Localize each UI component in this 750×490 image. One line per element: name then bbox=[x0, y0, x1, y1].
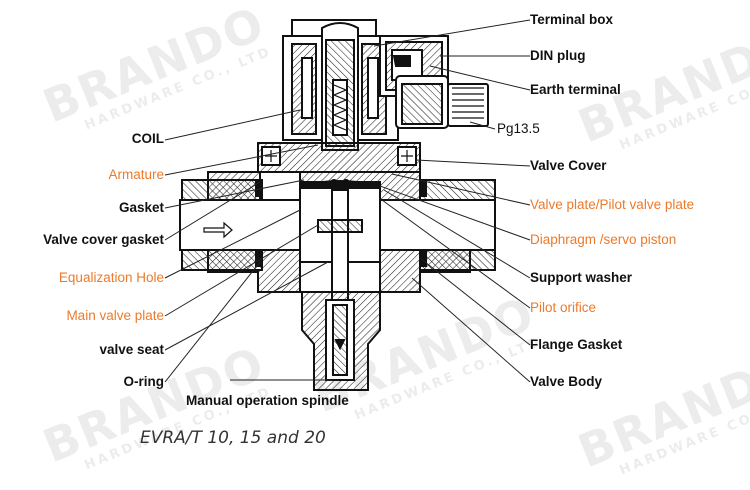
label-valve-seat: valve seat bbox=[99, 342, 164, 357]
label-din-plug: DIN plug bbox=[530, 48, 586, 63]
label-flange-gasket: Flange Gasket bbox=[530, 337, 623, 352]
label-equalization-hole: Equalization Hole bbox=[58, 270, 164, 285]
label-gasket: Gasket bbox=[118, 200, 164, 215]
label-valve-cover: Valve Cover bbox=[530, 158, 607, 173]
terminal-box bbox=[379, 35, 489, 129]
label-support-washer: Support washer bbox=[530, 270, 633, 285]
label-valve-body: Valve Body bbox=[530, 374, 603, 389]
valve-cross-section bbox=[164, 19, 531, 391]
label-earth-terminal: Earth terminal bbox=[530, 82, 621, 97]
label-manual-spindle: Manual operation spindle bbox=[186, 393, 349, 408]
label-diaphragm: Diaphragm /servo piston bbox=[530, 232, 677, 247]
valve-body bbox=[179, 171, 496, 301]
label-pg13-5: Pg13.5 bbox=[497, 121, 540, 136]
label-armature: Armature bbox=[108, 167, 164, 182]
label-o-ring: O-ring bbox=[123, 374, 165, 389]
label-valve-cover-gasket: Valve cover gasket bbox=[43, 232, 164, 247]
diagram-caption: EVRA/T 10, 15 and 20 bbox=[140, 428, 326, 448]
label-main-valve-plate: Main valve plate bbox=[66, 308, 164, 323]
leader-lines bbox=[164, 19, 531, 383]
label-valve-plate: Valve plate/Pilot valve plate bbox=[530, 197, 695, 212]
manual-spindle bbox=[301, 291, 381, 391]
label-pilot-orifice: Pilot orifice bbox=[530, 300, 597, 315]
label-coil: COIL bbox=[131, 131, 164, 146]
label-terminal-box: Terminal box bbox=[530, 12, 614, 27]
valve-cover bbox=[257, 142, 421, 173]
